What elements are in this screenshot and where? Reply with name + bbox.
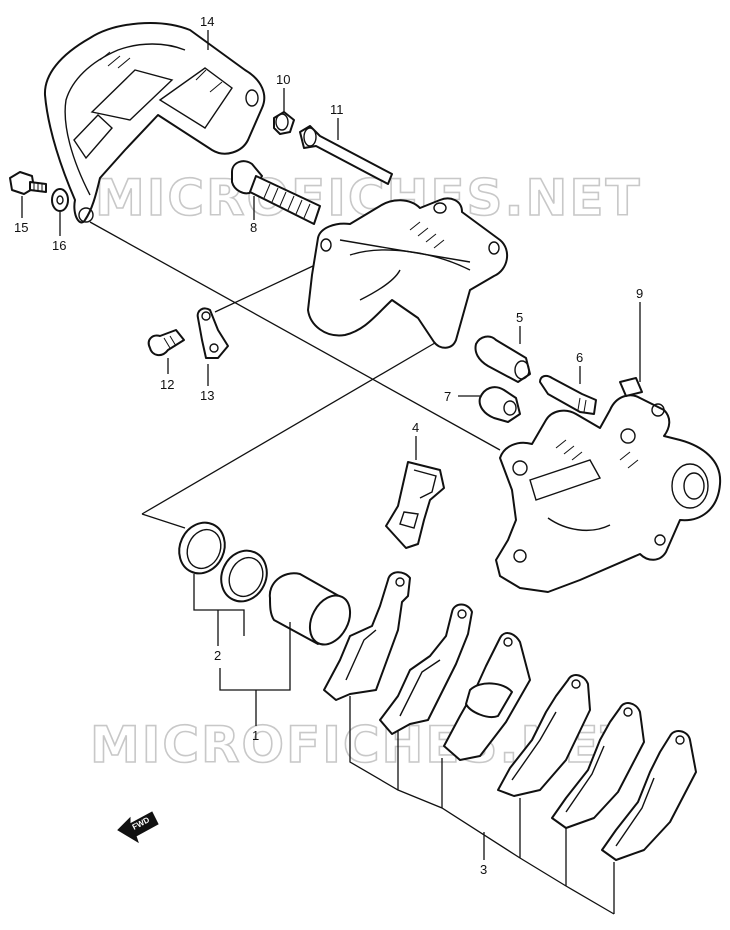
callout-leaders bbox=[21, 30, 641, 915]
alignment-line-bracket-to-carrier bbox=[89, 221, 501, 451]
callout-9: 9 bbox=[636, 286, 643, 301]
brake-pad-5 bbox=[551, 702, 645, 829]
part-2-piston-seal-inner bbox=[220, 549, 268, 603]
leader-3 bbox=[349, 696, 615, 915]
part-6-pin-bolt bbox=[539, 374, 597, 415]
callout-11: 11 bbox=[330, 102, 344, 117]
callout-3: 3 bbox=[480, 862, 487, 877]
leader-1 bbox=[219, 622, 291, 726]
part-4-pad-spring bbox=[385, 461, 445, 549]
part-10-bushing bbox=[273, 111, 295, 135]
part-13-bleeder-cap bbox=[196, 307, 229, 359]
leader-2 bbox=[193, 574, 245, 646]
brake-pad-6 bbox=[601, 730, 697, 861]
part-14-guard-bracket bbox=[43, 22, 266, 224]
callout-7: 7 bbox=[444, 389, 451, 404]
brake-pad-3 bbox=[443, 632, 531, 761]
alignment-line-piston-end bbox=[141, 513, 186, 529]
callout-2: 2 bbox=[214, 648, 221, 663]
part-2-piston-seal-outer bbox=[178, 521, 226, 575]
caliper-body bbox=[307, 197, 509, 349]
brake-pad-4 bbox=[497, 674, 591, 797]
callout-8: 8 bbox=[250, 220, 257, 235]
part-1-piston bbox=[268, 572, 352, 646]
callout-1: 1 bbox=[252, 728, 259, 743]
alignment-line-bleeder-to-caliper bbox=[214, 257, 331, 313]
watermark-top: MICROFICHES.NET bbox=[95, 169, 642, 227]
callout-6: 6 bbox=[576, 350, 583, 365]
callout-14: 14 bbox=[200, 14, 214, 29]
brake-pad-2 bbox=[379, 603, 473, 735]
part-12-bleeder-valve bbox=[147, 329, 185, 356]
callout-16: 16 bbox=[52, 238, 66, 253]
part-16-washer bbox=[51, 188, 69, 212]
callout-labels: 14 10 11 15 16 8 9 5 6 7 12 13 4 2 1 3 bbox=[14, 14, 643, 877]
part-9-caliper-carrier bbox=[495, 377, 722, 593]
part-5-sleeve bbox=[474, 335, 531, 383]
fwd-arrow-icon: FWD bbox=[117, 811, 159, 844]
callout-4: 4 bbox=[412, 420, 419, 435]
part-7-rubber-boot bbox=[478, 386, 521, 423]
callout-13: 13 bbox=[200, 388, 214, 403]
part-15-bolt bbox=[9, 171, 47, 195]
callout-5: 5 bbox=[516, 310, 523, 325]
alignment-lines bbox=[89, 221, 501, 529]
part-8-caliper-bolt bbox=[231, 160, 321, 225]
part-3-brake-pads bbox=[323, 571, 697, 861]
brake-pad-1 bbox=[323, 571, 411, 701]
part-11-slide-pin bbox=[299, 125, 393, 185]
callout-15: 15 bbox=[14, 220, 28, 235]
callout-10: 10 bbox=[276, 72, 290, 87]
alignment-line-piston-to-caliper bbox=[141, 339, 441, 515]
callout-12: 12 bbox=[160, 377, 174, 392]
